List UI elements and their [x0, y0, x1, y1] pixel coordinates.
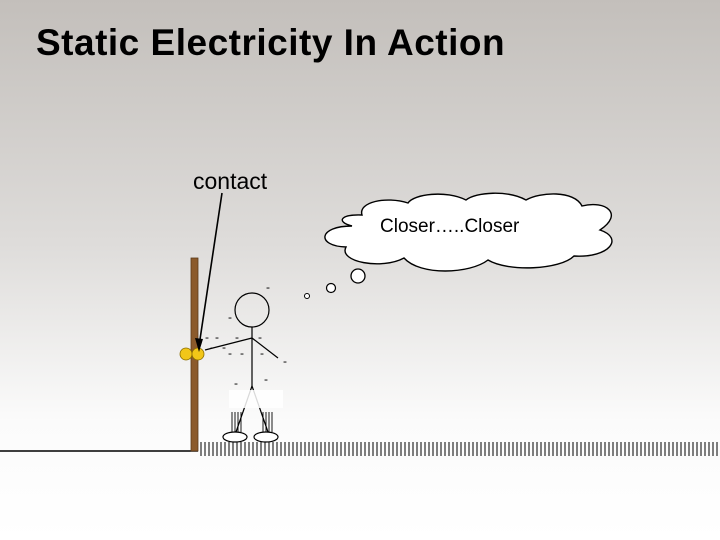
stick-figure-head [234, 292, 270, 328]
charge-mark: - [264, 372, 268, 386]
charge-mark: - [235, 330, 239, 344]
charge-mark: - [210, 340, 214, 354]
right-shoe [253, 431, 279, 443]
left-shoe [222, 431, 248, 443]
slide-title: Static Electricity In Action [36, 22, 506, 63]
stick-figure [204, 292, 279, 433]
charge-mark: - [222, 340, 226, 354]
charge-ball-right [191, 347, 205, 361]
thought-text: Closer…..Closer [380, 216, 520, 237]
charge-ball-left [179, 347, 193, 361]
thought-bubble-small [304, 293, 310, 299]
stick-figure-right-arm [251, 337, 279, 359]
thought-bubble-medium [325, 282, 337, 294]
contact-arrow-line [198, 192, 223, 347]
charge-mark: - [266, 280, 270, 294]
charge-mark: - [234, 376, 238, 390]
charge-mark: - [228, 346, 232, 360]
contact-label: contact [193, 168, 268, 194]
charge-mark: - [258, 330, 262, 344]
charge-mark: - [283, 354, 287, 368]
grass-strip [198, 442, 718, 456]
thought-cloud [324, 192, 613, 272]
charge-mark: - [260, 346, 264, 360]
pants-highlight [229, 390, 283, 408]
socks [231, 412, 273, 432]
thought-bubble-large [350, 268, 366, 284]
charge-mark: - [215, 330, 219, 344]
charge-mark: - [228, 310, 232, 324]
stick-figure-left-arm [204, 337, 253, 351]
charge-mark: - [240, 346, 244, 360]
contact-arrowhead [195, 338, 203, 352]
charge-mark: - [205, 330, 209, 344]
